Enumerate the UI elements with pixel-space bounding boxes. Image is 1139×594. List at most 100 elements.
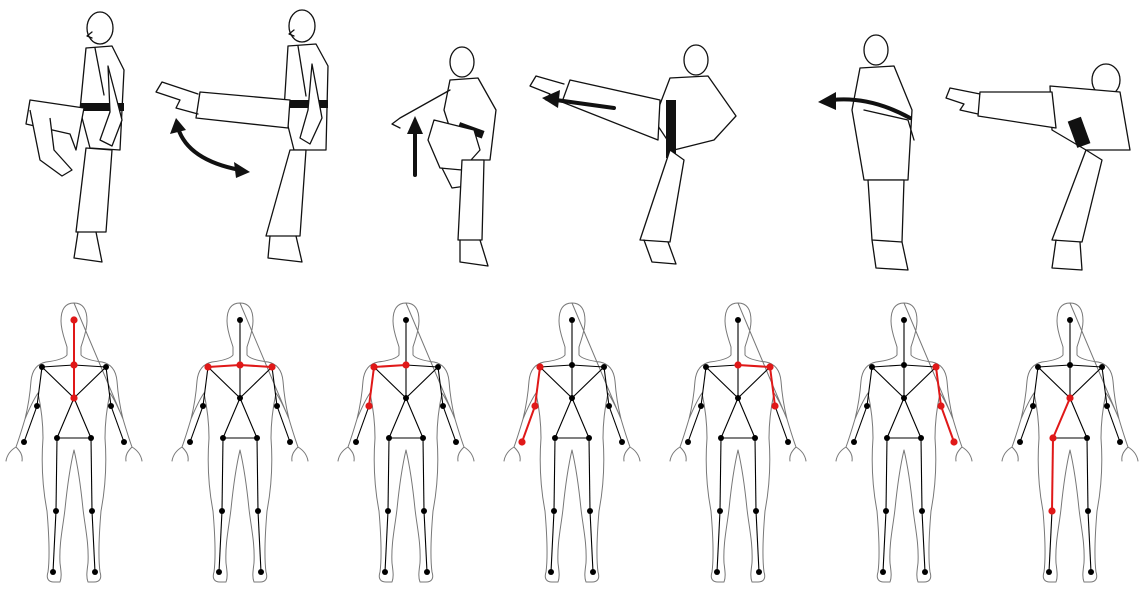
bone-l-knee-l-ankle — [717, 511, 720, 572]
joint-l-elbow-highlighted — [531, 402, 538, 409]
joint-r-elbow-highlighted — [771, 402, 778, 409]
bone-r-shoulder-torso — [1070, 367, 1102, 398]
joint-l-ankle — [548, 569, 554, 575]
skeleton-svg — [990, 295, 1139, 589]
joint-torso-highlighted — [1066, 394, 1073, 401]
joint-l-wrist — [187, 439, 193, 445]
joint-r-hip — [420, 435, 426, 441]
joint-r-wrist — [1117, 439, 1123, 445]
joint-r-ankle — [258, 569, 264, 575]
joint-l-wrist — [1017, 439, 1023, 445]
bone-r-elbow-r-wrist — [609, 406, 622, 442]
bone-r-hip-r-knee — [91, 438, 92, 511]
bone-l-knee-l-ankle — [551, 511, 554, 572]
bone-l-shoulder-torso — [208, 367, 240, 398]
figure-back-kick-extension — [946, 64, 1130, 270]
figure-back-kick-turn — [818, 35, 914, 270]
bone-r-elbow-r-wrist — [443, 406, 456, 442]
bone-r-hip-r-knee — [589, 438, 590, 511]
skeleton-svg — [160, 295, 320, 589]
joint-r-knee — [753, 508, 759, 514]
joint-r-hip — [918, 435, 924, 441]
joint-r-elbow — [274, 403, 280, 409]
bone-r-knee-r-ankle — [590, 511, 593, 572]
joint-r-hip — [254, 435, 260, 441]
joint-r-elbow — [108, 403, 114, 409]
joint-r-elbow — [1104, 403, 1110, 409]
bone-r-knee-r-ankle — [922, 511, 925, 572]
bone-neck-r-shoulder-highlighted — [738, 365, 770, 367]
joint-l-elbow — [864, 403, 870, 409]
bone-torso-l-hip — [223, 398, 240, 438]
bone-torso-l-hip — [57, 398, 74, 438]
joint-r-knee — [1085, 508, 1091, 514]
bone-neck-l-shoulder — [1038, 365, 1070, 367]
bone-r-knee-r-ankle — [424, 511, 427, 572]
bone-l-elbow-l-wrist — [688, 406, 701, 442]
joint-neck — [901, 362, 907, 368]
joint-l-wrist-highlighted — [518, 438, 525, 445]
figure-front-kick-extension — [156, 10, 328, 262]
joint-r-knee — [89, 508, 95, 514]
side-kick-illustration — [370, 0, 750, 290]
bone-torso-l-hip-highlighted — [1053, 398, 1070, 438]
joint-r-ankle — [1088, 569, 1094, 575]
figure-side-kick-extension — [530, 45, 736, 264]
joint-neck-highlighted — [734, 361, 741, 368]
joint-l-hip — [552, 435, 558, 441]
joint-r-ankle — [756, 569, 762, 575]
joint-torso — [569, 395, 575, 401]
joint-l-knee — [717, 508, 723, 514]
bone-neck-r-shoulder — [572, 365, 604, 367]
bone-r-hip-r-knee — [1087, 438, 1088, 511]
joint-r-wrist — [785, 439, 791, 445]
bone-l-shoulder-torso — [1038, 367, 1070, 398]
skeleton-panel-5 — [658, 295, 818, 589]
back-kick-illustration — [790, 0, 1139, 290]
skeleton-panel-7 — [990, 295, 1139, 589]
skeleton-panel-4 — [492, 295, 652, 589]
bone-r-knee-r-ankle — [756, 511, 759, 572]
bone-l-shoulder-torso — [374, 367, 406, 398]
joint-head — [237, 317, 243, 323]
bone-torso-l-hip — [555, 398, 572, 438]
bone-neck-r-shoulder — [74, 365, 106, 367]
joint-r-wrist — [287, 439, 293, 445]
bone-r-shoulder-torso — [240, 367, 272, 398]
joint-r-wrist — [453, 439, 459, 445]
joint-l-ankle — [714, 569, 720, 575]
bone-r-elbow-r-wrist — [111, 406, 124, 442]
joint-l-hip — [718, 435, 724, 441]
bone-r-shoulder-torso — [406, 367, 438, 398]
joint-neck — [569, 362, 575, 368]
skeleton-panel-2 — [160, 295, 320, 589]
bone-l-knee-l-ankle — [53, 511, 56, 572]
joint-r-wrist — [121, 439, 127, 445]
bone-l-hip-l-knee — [554, 438, 555, 511]
bone-l-hip-l-knee — [720, 438, 721, 511]
joint-torso — [403, 395, 409, 401]
joint-r-hip — [586, 435, 592, 441]
bone-neck-r-shoulder — [904, 365, 936, 367]
bone-neck-l-shoulder-highlighted — [374, 365, 406, 367]
bone-l-knee-l-ankle — [883, 511, 886, 572]
bone-torso-r-hip — [572, 398, 589, 438]
joint-l-wrist — [685, 439, 691, 445]
joint-r-shoulder — [601, 364, 607, 370]
joint-l-elbow-highlighted — [365, 402, 372, 409]
joint-neck-highlighted — [70, 361, 77, 368]
joint-l-knee — [219, 508, 225, 514]
joint-head — [403, 317, 409, 323]
bone-l-shoulder-torso — [42, 367, 74, 398]
bone-l-elbow-l-wrist-highlighted — [522, 406, 535, 442]
joint-l-shoulder — [703, 364, 709, 370]
joint-l-shoulder-highlighted — [370, 363, 377, 370]
joint-neck-highlighted — [236, 361, 243, 368]
front-kick-illustration — [0, 0, 350, 290]
joint-r-elbow-highlighted — [937, 402, 944, 409]
joint-head — [901, 317, 907, 323]
joint-r-hip — [752, 435, 758, 441]
bone-torso-l-hip — [721, 398, 738, 438]
bone-r-shoulder-torso — [738, 367, 770, 398]
joint-r-elbow — [606, 403, 612, 409]
